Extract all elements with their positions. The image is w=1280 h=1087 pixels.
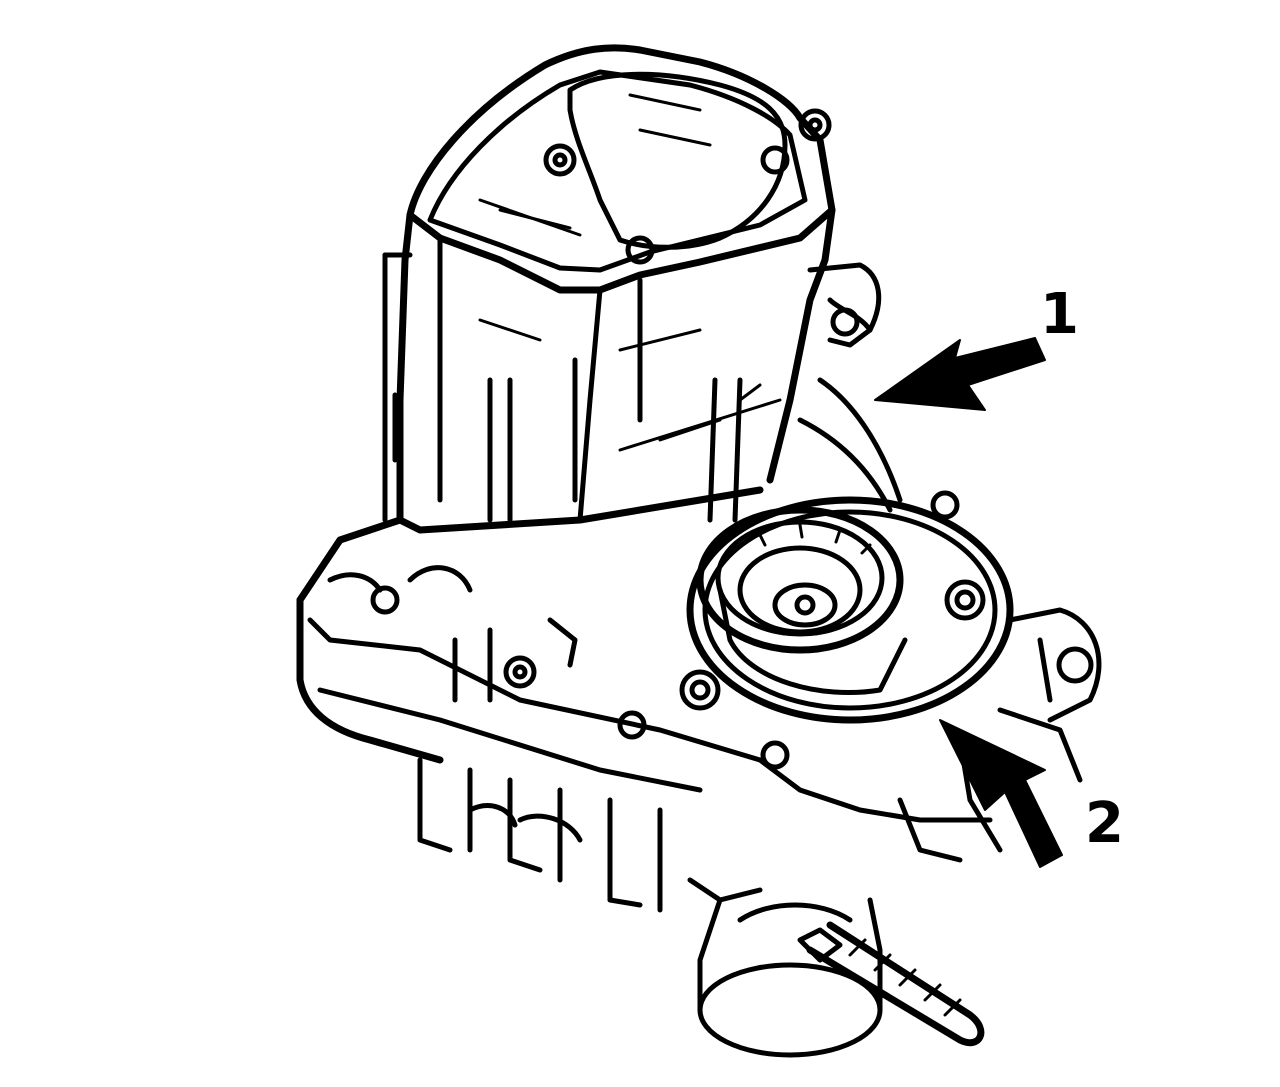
bottom-shaft <box>687 877 985 1058</box>
callout-1-label: 1 <box>1040 282 1079 347</box>
bearing-flange <box>679 490 1102 863</box>
callout-2-label: 2 <box>1085 791 1124 856</box>
lower-housing <box>296 486 790 913</box>
upper-housing <box>382 44 903 524</box>
callout-1-arrow <box>874 337 1046 411</box>
callout-2-arrow <box>939 719 1063 868</box>
